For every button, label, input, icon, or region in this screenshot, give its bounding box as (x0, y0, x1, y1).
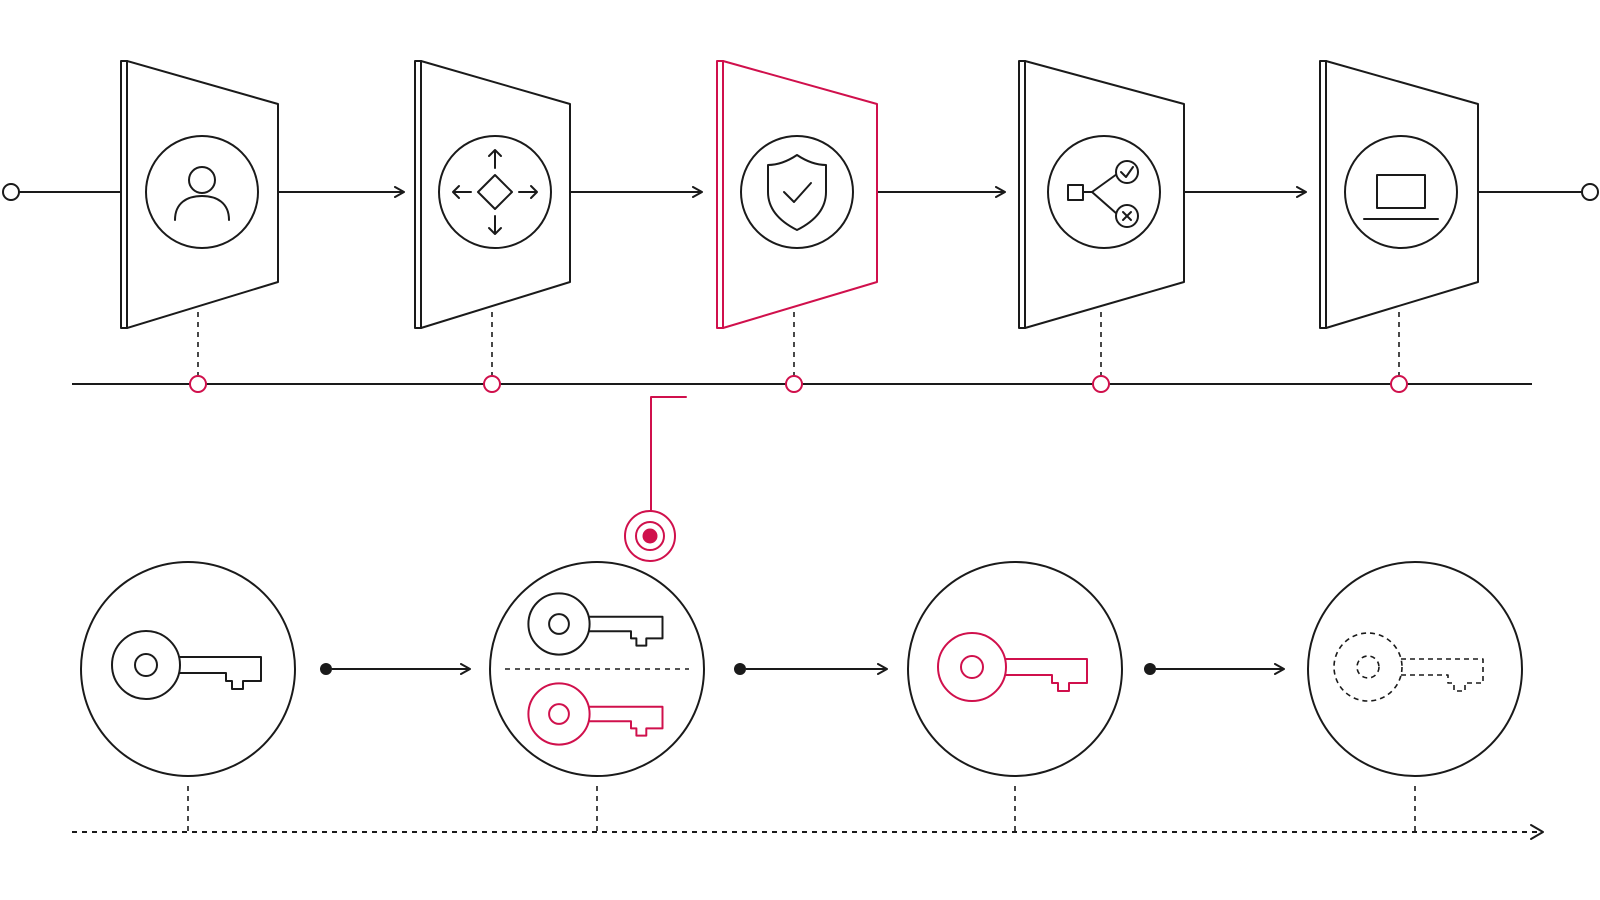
lifecycle-arrow (320, 663, 471, 675)
key-step-2 (489, 561, 705, 777)
timeline-node (483, 375, 501, 393)
key-step-3 (907, 561, 1123, 777)
timeline-node (1390, 375, 1408, 393)
pipeline-start-node (2, 183, 20, 201)
pipeline-end-node (1581, 183, 1599, 201)
timeline-node (1092, 375, 1110, 393)
key-step-1 (80, 561, 296, 777)
pipeline-stage-2 (414, 60, 571, 329)
lifecycle-arrow (1144, 663, 1285, 675)
callout-connector (624, 396, 687, 562)
key-timeline (72, 824, 1544, 840)
key-lifecycle (72, 561, 1544, 840)
stage-timeline (72, 312, 1532, 393)
lifecycle-arrow (734, 663, 888, 675)
timeline-node (189, 375, 207, 393)
user-icon (174, 166, 230, 221)
decision-branch-icon (1067, 160, 1139, 228)
pipeline-stage-3 (716, 60, 878, 329)
pipeline-stage-1 (120, 60, 279, 329)
pipeline-stage-5 (1319, 60, 1479, 329)
routing-arrows-icon (452, 149, 538, 235)
shield-check-icon (767, 154, 827, 231)
pipeline-stage-4 (1018, 60, 1185, 329)
pipeline (2, 60, 1599, 329)
timeline-node (785, 375, 803, 393)
laptop-icon (1363, 174, 1439, 220)
key-step-4 (1307, 561, 1523, 777)
